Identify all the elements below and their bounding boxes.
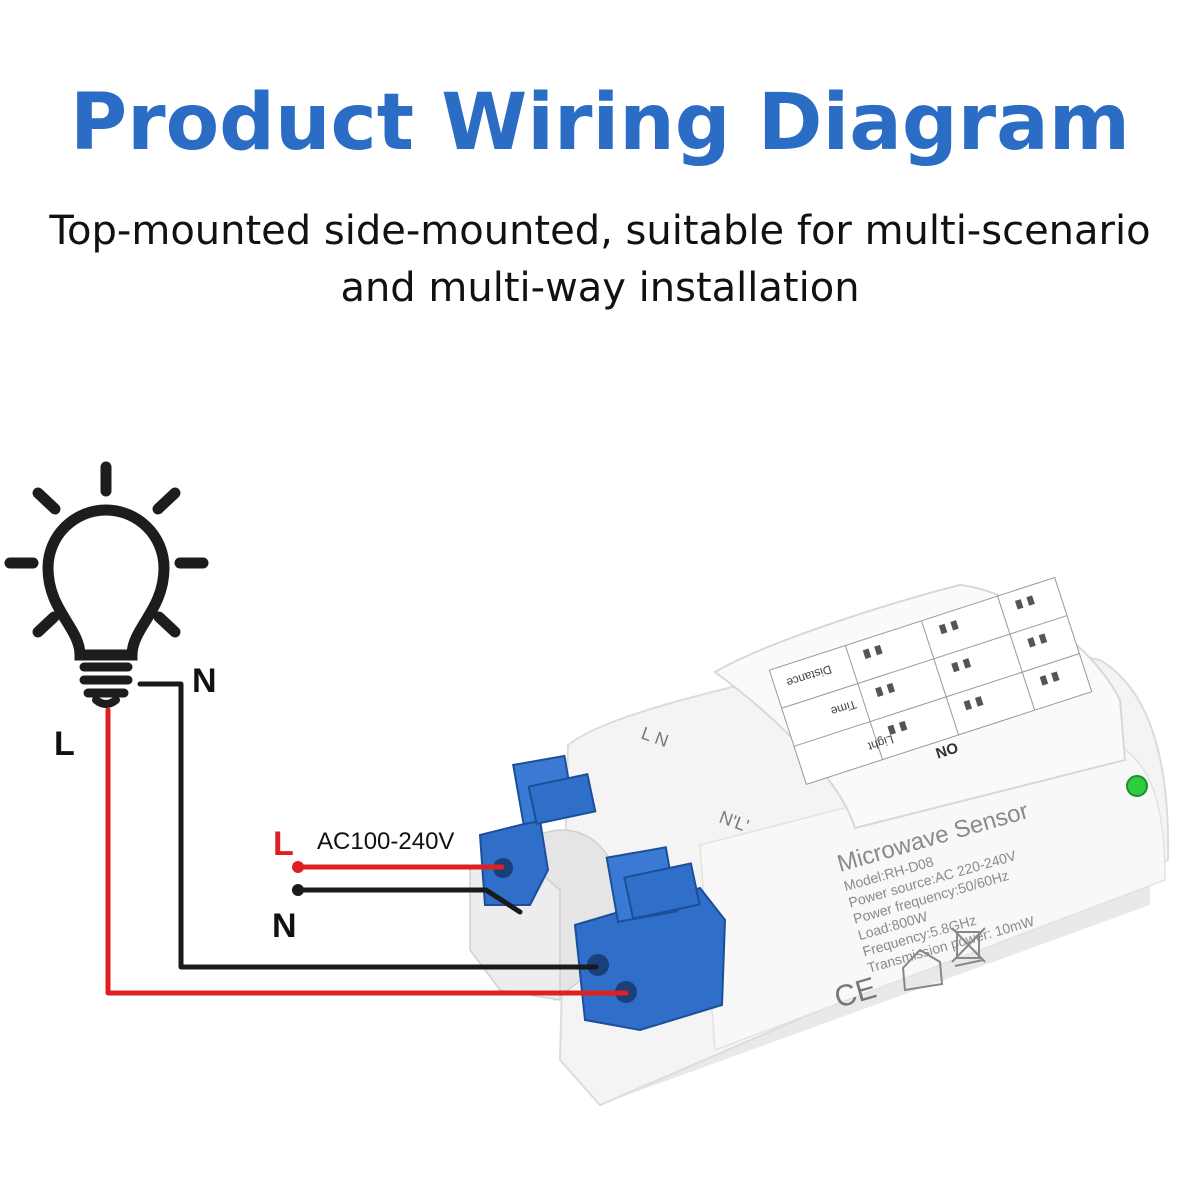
lamp-neutral-label: N — [192, 662, 217, 700]
bulb-base — [79, 662, 133, 698]
light-rays — [4, 461, 209, 638]
dip-settings-panel — [768, 576, 1093, 785]
supply-neutral-label: N — [272, 907, 297, 945]
supply-neutral-terminal-dot — [292, 884, 304, 896]
wiring — [105, 681, 629, 996]
status-led — [1126, 775, 1148, 797]
dip-on-label: ON — [933, 738, 960, 761]
lamp-live-wire — [105, 707, 629, 996]
subtitle-line-1: Top-mounted side-mounted, suitable for m… — [49, 208, 1151, 254]
page-subtitle: Top-mounted side-mounted, suitable for m… — [0, 203, 1200, 317]
supply-live-terminal-dot — [292, 861, 304, 873]
microwave-sensor-device: ON Light Time Distance L N N'L' Microwav… — [469, 576, 1170, 1107]
indoor-use-icon — [901, 948, 944, 992]
supply-live-label: L — [273, 825, 294, 863]
subtitle-line-2: and multi-way installation — [340, 265, 860, 311]
lamp-live-label: L — [54, 725, 75, 763]
weee-bin-icon — [951, 927, 986, 967]
lamp-neutral-wire — [137, 681, 599, 970]
light-bulb-icon — [4, 461, 209, 708]
page-title: Product Wiring Diagram — [69, 78, 1131, 168]
terminal-block-upper — [478, 754, 597, 906]
supply-voltage-label: AC100-240V — [317, 828, 454, 855]
bulb-glass — [42, 504, 170, 661]
supply-neutral-wire — [296, 887, 523, 915]
